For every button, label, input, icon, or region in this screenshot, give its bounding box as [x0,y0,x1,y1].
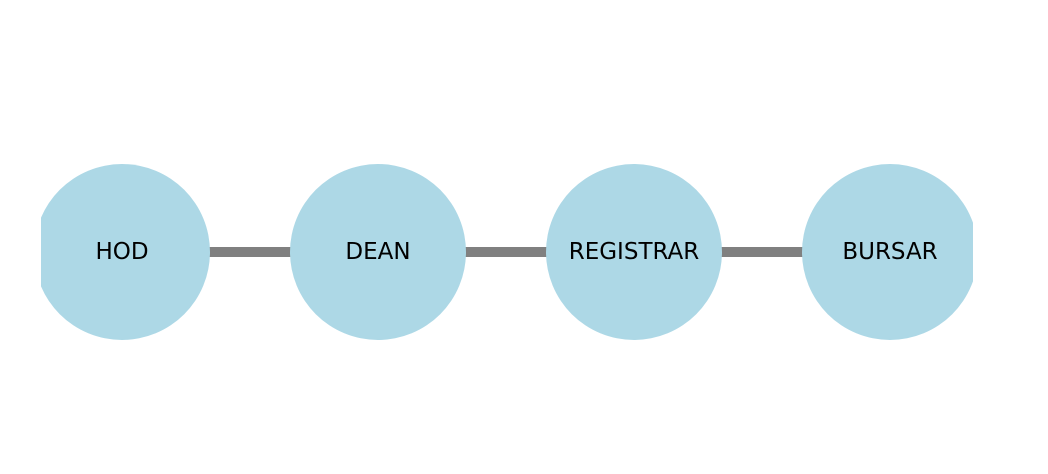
node-circle [290,164,466,340]
node-bursar: BURSAR [802,164,973,340]
node-label: REGISTRAR [569,239,700,265]
node-registrar: REGISTRAR [546,164,722,340]
node-dean: DEAN [290,164,466,340]
node-circle [41,164,210,340]
node-circle [546,164,722,340]
node-circle [802,164,973,340]
node-label: DEAN [345,239,410,265]
node-hod: HOD [41,164,210,340]
node-label: BURSAR [842,239,937,265]
node-label: HOD [95,239,148,265]
node-layer: HOD DEAN REGISTRAR BURSAR [41,164,973,340]
